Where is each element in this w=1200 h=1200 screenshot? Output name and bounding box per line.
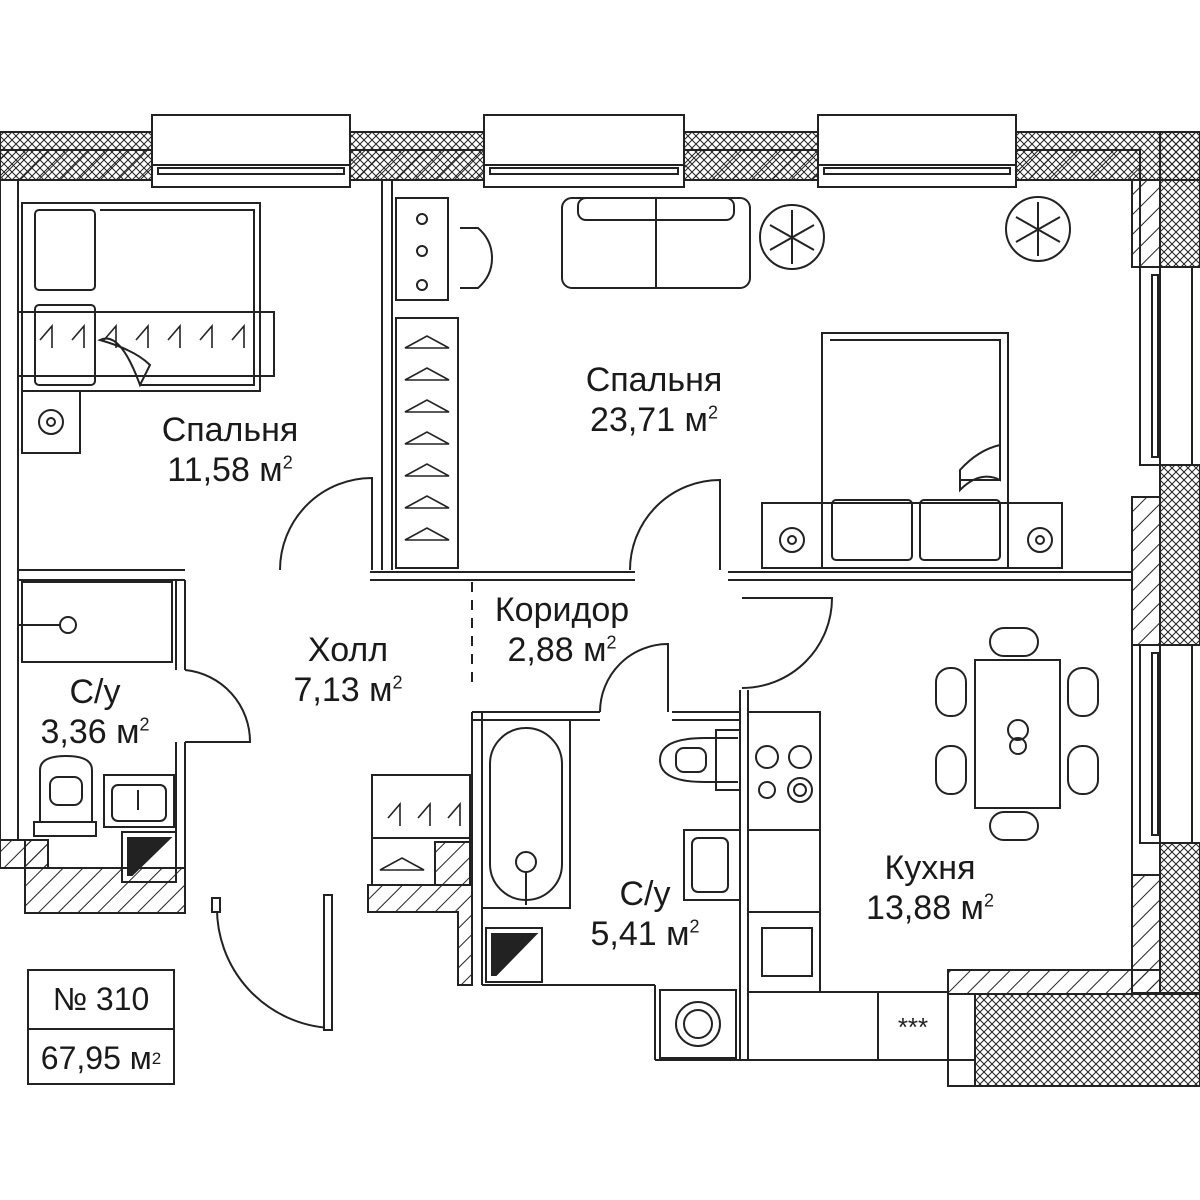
- hangers: [39, 323, 461, 871]
- bathtub: [481, 719, 571, 909]
- room-name: Спальня: [161, 411, 299, 449]
- room-area: 13,88 м: [866, 889, 984, 927]
- windows-top: [151, 114, 1017, 188]
- desk: [395, 197, 494, 301]
- room-label-kitchen: Кухня 13,88 м2: [840, 848, 1020, 928]
- washing-machine: [659, 989, 737, 1059]
- plant-1: [759, 204, 825, 270]
- room-label-corridor: Коридор 2,88 м2: [472, 590, 652, 670]
- exterior-wall-right: [1131, 131, 1200, 994]
- area-unit-superscript: 2: [707, 402, 718, 423]
- dining-table: [935, 627, 1099, 841]
- room-name: С/у: [69, 673, 121, 711]
- toilet-1: [33, 754, 97, 837]
- room-name: С/у: [619, 875, 671, 913]
- area-unit-superscript: 2: [282, 452, 293, 473]
- room-area: 5,41 м: [590, 915, 690, 953]
- room-area: 3,36 м: [40, 713, 140, 751]
- room-name: Спальня: [585, 361, 723, 399]
- bed-small: [21, 202, 261, 392]
- wardrobe-small: [17, 311, 275, 377]
- shower-tray: [18, 581, 173, 663]
- room-name: Коридор: [494, 591, 630, 629]
- bed-large: [761, 332, 1063, 569]
- exterior-wall-bottom-right: [947, 969, 1200, 1087]
- sink-1: [103, 774, 175, 828]
- kitchen-counter: [747, 711, 949, 1061]
- room-area: 7,13 м: [293, 671, 393, 709]
- room-area: 23,71 м: [590, 401, 708, 439]
- room-label-bedroom-large: Спальня 23,71 м2: [564, 360, 744, 440]
- toilet-2: [658, 729, 741, 791]
- area-unit-superscript: 2: [606, 632, 617, 653]
- room-area: 11,58 м: [167, 451, 283, 489]
- doors: [184, 476, 834, 1031]
- nightstand-small: [21, 390, 81, 454]
- room-label-hall: Холл 7,13 м2: [258, 630, 438, 710]
- sink-2: [683, 829, 741, 901]
- area-unit-superscript: 2: [983, 890, 994, 911]
- exterior-wall-top: [0, 131, 1200, 181]
- exterior-wall-left: [0, 179, 186, 914]
- wardrobe-large: [395, 317, 459, 569]
- shaft-column: [367, 774, 473, 986]
- sofa: [561, 197, 751, 289]
- room-label-bedroom-small: Спальня 11,58 м2: [140, 410, 320, 490]
- room-label-bathroom-small: С/у 3,36 м2: [20, 672, 170, 752]
- vent-marker: ***: [897, 1012, 929, 1042]
- total-area-value: 67,95 м: [40, 1040, 152, 1076]
- room-area: 2,88 м: [507, 631, 607, 669]
- area-unit-superscript: 2: [689, 916, 700, 937]
- room-name: Кухня: [884, 849, 976, 887]
- apartment-number: № 310: [52, 981, 150, 1017]
- room-label-bathroom-large: С/у 5,41 м2: [570, 874, 720, 954]
- area-unit-superscript: 2: [139, 714, 150, 735]
- area-unit-superscript: 2: [392, 672, 403, 693]
- room-name: Холл: [307, 631, 389, 669]
- boiler-1: [121, 831, 177, 883]
- boiler-2: [485, 927, 543, 983]
- plant-2: [1005, 196, 1071, 262]
